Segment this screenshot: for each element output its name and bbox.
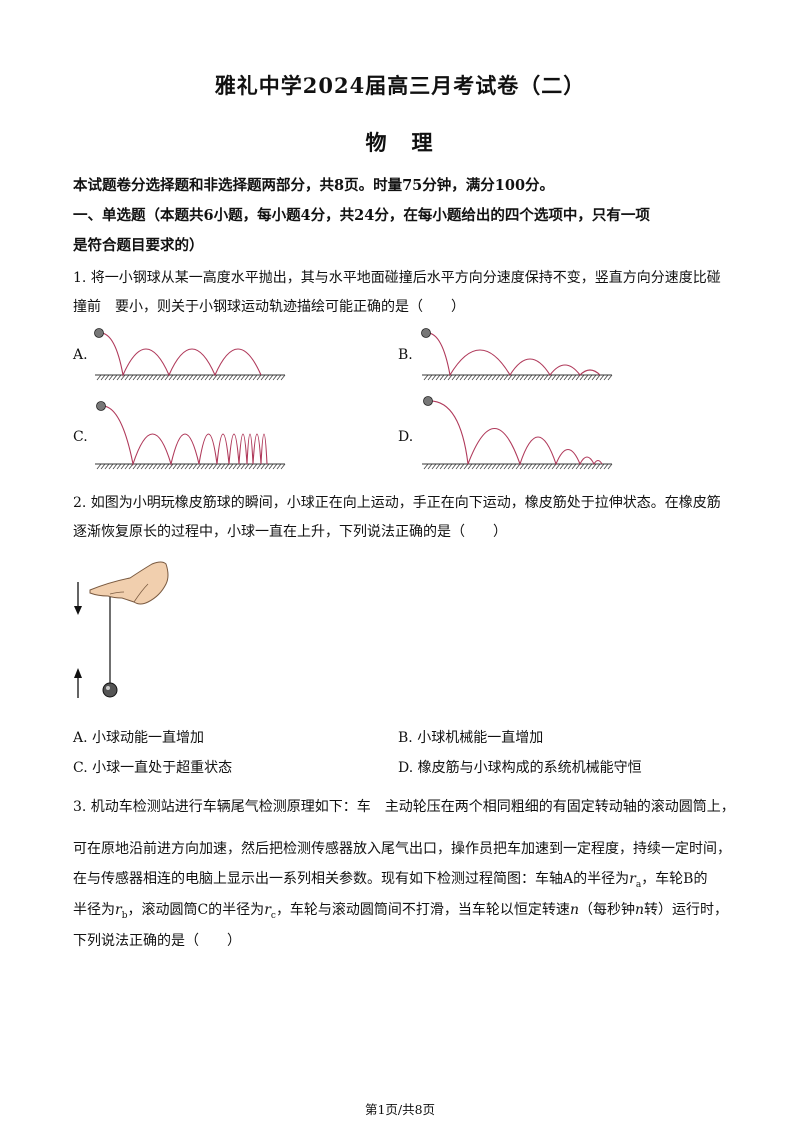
q2-choice-d: D. 橡皮筋与小球构成的系统机械能守恒 xyxy=(398,760,642,776)
page-footer: 第1页/共8页 xyxy=(364,1102,436,1117)
q1-text-line1: 1. 将一小钢球从某一高度水平抛出，其与水平地面碰撞后水平方向分速度保持不变，竖… xyxy=(73,270,721,286)
page-title: 雅礼中学2024届高三月考试卷（二） xyxy=(214,73,586,98)
exam-intro: 本试题卷分选择题和非选择题两部分，共8页。时量75分钟，满分100分。 xyxy=(73,177,555,194)
section-heading: 一、单选题（本题共6小题，每小题4分，共24分，在每小题给出的四个选项中，只有一… xyxy=(73,207,650,224)
q1-option-b-label: B. xyxy=(398,347,413,363)
q1-figure-c xyxy=(95,401,286,470)
q1-figure-b xyxy=(421,328,613,381)
q2-text-line1: 2. 如图为小明玩橡皮筋球的瞬间，小球正在向上运动，手正在向下运动，橡皮筋处于拉… xyxy=(73,495,721,511)
q3-text-line2: 可在原地沿前进方向加速，然后把检测传感器放入尾气出口，操作员把车加速到一定程度，… xyxy=(73,841,731,857)
q2-choice-b: B. 小球机械能一直增加 xyxy=(398,730,544,746)
q2-figure-hand-ball xyxy=(74,561,169,698)
q3-text-line4: 半径为rb，滚动圆筒C的半径为rc，车轮与滚动圆筒间不打滑，当车轮以恒定转速n（… xyxy=(73,902,728,921)
q1-figure-a xyxy=(94,328,286,381)
subject-title: 物 理 xyxy=(365,130,435,155)
q1-figure-d xyxy=(422,396,613,470)
q1-option-c-label: C. xyxy=(73,429,88,445)
q1-option-d-label: D. xyxy=(398,429,414,445)
q2-choice-a: A. 小球动能一直增加 xyxy=(73,730,205,746)
q1-text-line2: 撞前 要小，则关于小钢球运动轨迹描绘可能正确的是（ ） xyxy=(73,299,465,315)
q3-text-line5: 下列说法正确的是（ ） xyxy=(73,933,241,949)
q2-choice-c: C. 小球一直处于超重状态 xyxy=(73,760,233,776)
section-heading-cont: 是符合题目要求的） xyxy=(73,237,204,254)
q3-text-line1: 3. 机动车检测站进行车辆尾气检测原理如下：车 主动轮压在两个相同粗细的有固定转… xyxy=(73,799,735,815)
q1-option-a-label: A. xyxy=(73,347,88,363)
q3-text-line3: 在与传感器相连的电脑上显示出一系列相关参数。现有如下检测过程简图：车轴A的半径为… xyxy=(73,871,708,890)
q2-text-line2: 逐渐恢复原长的过程中，小球一直在上升，下列说法正确的是（ ） xyxy=(73,524,507,540)
